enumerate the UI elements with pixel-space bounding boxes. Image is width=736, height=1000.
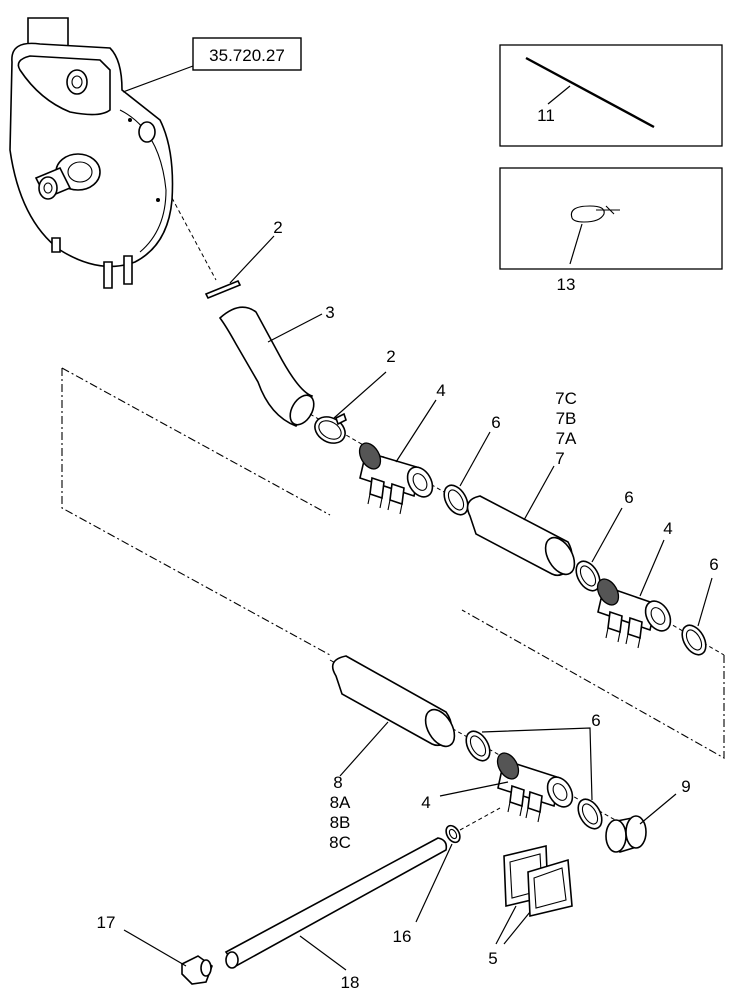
o-ring-icon <box>443 484 469 516</box>
pin-icon <box>204 279 242 300</box>
callout-2b: 2 <box>386 347 395 366</box>
callout-7-0: 7C <box>555 389 577 408</box>
cable-tie-inset: 13 <box>499 167 723 294</box>
callout-2a: 2 <box>273 218 282 237</box>
end-cap-icon <box>605 815 647 854</box>
hose-clamp-icon <box>445 824 461 844</box>
callout-13: 13 <box>557 275 576 294</box>
callout-18: 18 <box>341 973 360 992</box>
reference-label: 35.720.27 <box>209 46 285 65</box>
o-ring-icon <box>577 798 603 830</box>
callout-5: 5 <box>488 949 497 968</box>
callout-7-3: 7 <box>555 449 564 468</box>
gasket-icon <box>527 858 573 918</box>
rod-inset: 11 <box>499 44 723 147</box>
tube-icon <box>466 495 576 577</box>
elbow-tube-icon <box>218 306 315 428</box>
callout-8-3: 8C <box>329 833 351 852</box>
hose-clamp-icon <box>314 412 347 444</box>
callout-16: 16 <box>393 927 412 946</box>
fan-housing-icon <box>9 17 174 289</box>
callout-6d: 6 <box>591 711 600 730</box>
callout-8-1: 8A <box>330 793 351 812</box>
callout-4a: 4 <box>436 381 445 400</box>
callout-4b: 4 <box>663 519 672 538</box>
callout-7-2: 7A <box>556 429 577 448</box>
callout-6c: 6 <box>709 555 718 574</box>
cable-tie-icon <box>570 205 620 223</box>
elbow-fitting-icon <box>181 955 213 985</box>
callout-6a: 6 <box>491 413 500 432</box>
reference-callout[interactable]: 35.720.27 <box>192 37 302 71</box>
tube-icon <box>331 655 456 748</box>
tee-manifold-icon <box>596 578 672 649</box>
o-ring-icon <box>465 730 491 762</box>
callout-9: 9 <box>681 777 690 796</box>
callout-7-1: 7B <box>556 409 577 428</box>
callout-8-2: 8B <box>330 813 351 832</box>
tee-manifold-icon <box>358 442 434 515</box>
o-ring-icon <box>575 560 601 592</box>
callout-4c: 4 <box>421 793 430 812</box>
callout-3: 3 <box>325 303 334 322</box>
tee-manifold-icon <box>496 752 574 823</box>
callout-8-0: 8 <box>333 773 342 792</box>
callout-11: 11 <box>537 106 555 125</box>
rod-icon <box>525 56 655 129</box>
callout-17: 17 <box>97 913 116 932</box>
o-ring-icon <box>681 624 707 656</box>
hose-icon <box>224 837 448 969</box>
callout-6b: 6 <box>624 488 633 507</box>
